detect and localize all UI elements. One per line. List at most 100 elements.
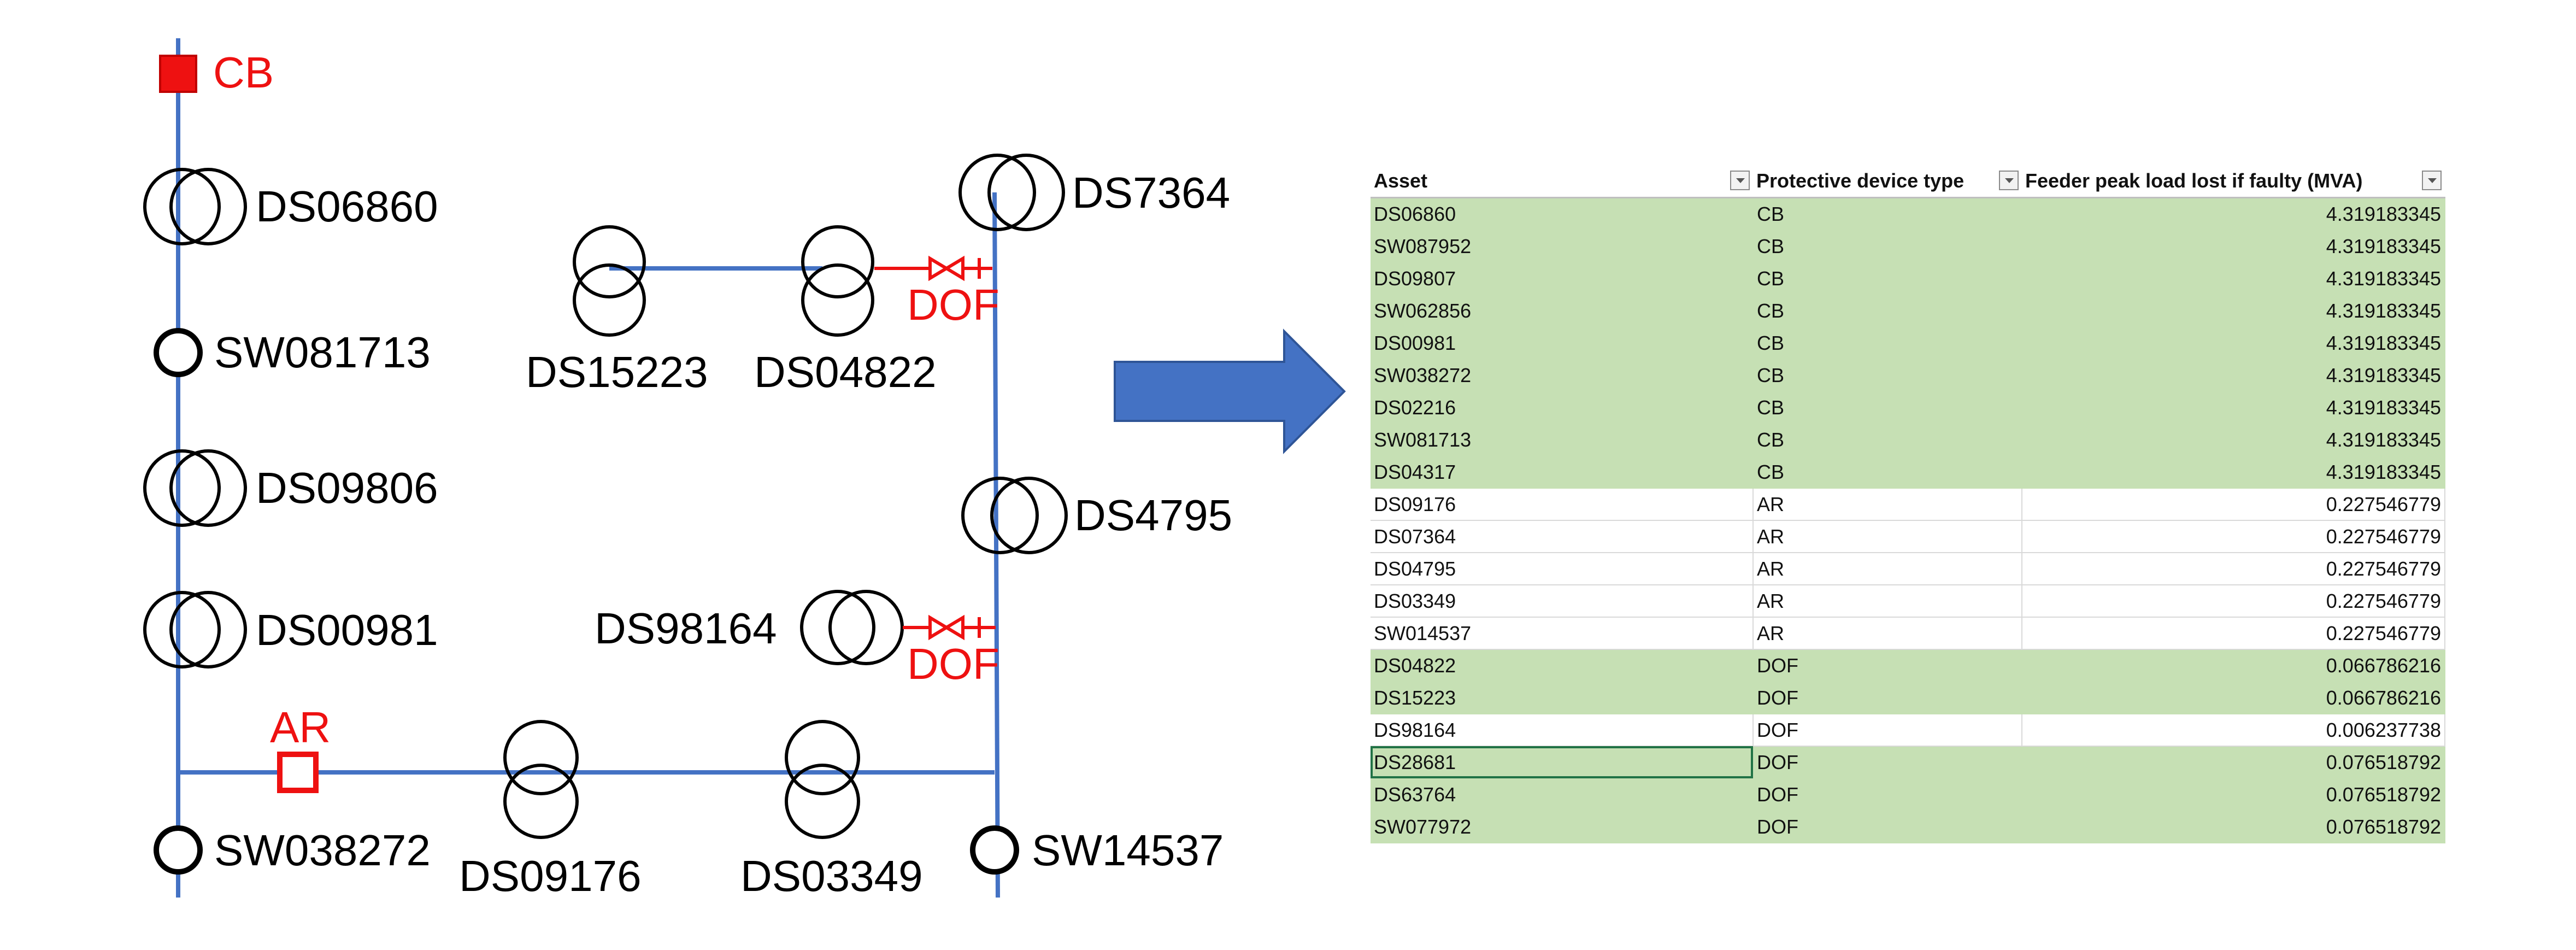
transformer-icon	[785, 764, 860, 839]
cell-device-type[interactable]: DOF	[1753, 746, 2022, 779]
cell-device-type[interactable]: AR	[1753, 617, 2022, 650]
transformer-icon	[143, 591, 221, 668]
ds03349-label: DS03349	[740, 852, 923, 900]
cell-asset[interactable]: DS15223	[1371, 682, 1754, 714]
ds7364-label: DS7364	[1072, 168, 1230, 217]
auto-recloser-icon	[277, 752, 319, 793]
cell-peak-load[interactable]: 0.227546779	[2022, 553, 2445, 585]
switch-sw038272-icon	[154, 825, 203, 875]
transformer-icon	[143, 449, 221, 527]
cell-device-type[interactable]: AR	[1753, 488, 2022, 521]
cell-peak-load[interactable]: 0.227546779	[2022, 520, 2445, 553]
cell-peak-load[interactable]: 4.319183345	[2022, 456, 2445, 489]
cell-asset[interactable]: DS63764	[1371, 778, 1754, 811]
cell-device-type[interactable]: CB	[1753, 424, 2022, 456]
cell-device-type[interactable]: DOF	[1753, 778, 2022, 811]
cell-asset[interactable]: DS02216	[1371, 391, 1754, 424]
ds04822-label: DS04822	[754, 348, 937, 396]
cell-asset[interactable]: SW081713	[1371, 424, 1754, 456]
cell-asset[interactable]: DS07364	[1371, 520, 1754, 553]
cell-asset[interactable]: SW077972	[1371, 811, 1754, 843]
cell-asset[interactable]: DS09807	[1371, 262, 1754, 295]
cell-device-type[interactable]: CB	[1753, 456, 2022, 489]
cell-peak-load[interactable]: 0.076518792	[2022, 778, 2445, 811]
protection-table: Asset Protective device type Feeder peak…	[1371, 165, 2445, 843]
cell-asset[interactable]: DS09176	[1371, 488, 1754, 521]
cell-device-type[interactable]: DOF	[1753, 649, 2022, 682]
header-peak-load-label: Feeder peak load lost if faulty (MVA)	[2025, 169, 2363, 192]
cell-device-type[interactable]: AR	[1753, 553, 2022, 585]
cell-peak-load[interactable]: 0.066786216	[2022, 649, 2445, 682]
cell-device-type[interactable]: CB	[1753, 359, 2022, 392]
cell-peak-load[interactable]: 0.006237738	[2022, 714, 2445, 747]
dof-top-label: DOF	[907, 280, 999, 329]
cell-asset[interactable]: DS98164	[1371, 714, 1754, 747]
cell-device-type[interactable]: AR	[1753, 585, 2022, 618]
transformer-icon	[169, 168, 247, 245]
cell-peak-load[interactable]: 4.319183345	[2022, 327, 2445, 360]
feeder-network-diagram: CB AR	[143, 38, 1346, 900]
header-device-type: Protective device type	[1753, 165, 2022, 198]
cell-asset[interactable]: DS04317	[1371, 456, 1754, 489]
cell-device-type[interactable]: CB	[1753, 230, 2022, 263]
protection-table-spreadsheet: Asset Protective device type Feeder peak…	[1371, 165, 2445, 843]
transformer-icon	[828, 590, 904, 665]
cell-asset[interactable]: SW014537	[1371, 617, 1754, 650]
transformer-icon	[573, 263, 646, 337]
cell-asset[interactable]: SW087952	[1371, 230, 1754, 263]
cell-peak-load[interactable]: 4.319183345	[2022, 359, 2445, 392]
cell-peak-load[interactable]: 0.227546779	[2022, 617, 2445, 650]
transformer-ds98164	[800, 590, 904, 665]
cell-peak-load[interactable]: 0.066786216	[2022, 682, 2445, 714]
cell-device-type[interactable]: CB	[1753, 197, 2022, 231]
cell-peak-load[interactable]: 0.227546779	[2022, 585, 2445, 618]
cell-device-type[interactable]: DOF	[1753, 811, 2022, 843]
cell-peak-load[interactable]: 0.076518792	[2022, 811, 2445, 843]
cell-asset[interactable]: DS28681	[1371, 746, 1754, 779]
cell-peak-load[interactable]: 0.227546779	[2022, 488, 2445, 521]
transformer-icon	[785, 720, 860, 795]
transformer-ds15223	[573, 225, 646, 337]
cell-device-type[interactable]: DOF	[1753, 682, 2022, 714]
cell-asset[interactable]: DS04822	[1371, 649, 1754, 682]
cell-device-type[interactable]: CB	[1753, 262, 2022, 295]
transformer-icon	[143, 168, 221, 245]
cell-asset[interactable]: DS03349	[1371, 585, 1754, 618]
cell-asset[interactable]: DS06860	[1371, 197, 1754, 231]
filter-dropdown-icon[interactable]	[1730, 171, 1750, 190]
transformer-icon	[961, 477, 1039, 554]
transformer-icon	[503, 764, 579, 839]
cell-peak-load[interactable]: 4.319183345	[2022, 295, 2445, 327]
filter-dropdown-icon[interactable]	[1999, 171, 2019, 190]
table-header-row: Asset Protective device type Feeder peak…	[1371, 165, 2445, 198]
header-asset-label: Asset	[1374, 169, 1428, 192]
cell-asset[interactable]: DS00981	[1371, 327, 1754, 360]
cell-asset[interactable]: SW038272	[1371, 359, 1754, 392]
cell-device-type[interactable]: CB	[1753, 391, 2022, 424]
cell-peak-load[interactable]: 4.319183345	[2022, 262, 2445, 295]
cell-asset[interactable]: DS04795	[1371, 553, 1754, 585]
cell-peak-load[interactable]: 4.319183345	[2022, 230, 2445, 263]
cell-device-type[interactable]: CB	[1753, 295, 2022, 327]
cell-device-type[interactable]: CB	[1753, 327, 2022, 360]
filter-dropdown-icon[interactable]	[2422, 171, 2442, 190]
transformer-ds04822	[801, 225, 874, 337]
dof-fuse-icon	[943, 614, 964, 641]
cell-peak-load[interactable]: 4.319183345	[2022, 197, 2445, 231]
cell-device-type[interactable]: AR	[1753, 520, 2022, 553]
cell-peak-load[interactable]: 4.319183345	[2022, 391, 2445, 424]
header-peak-load: Feeder peak load lost if faulty (MVA)	[2022, 165, 2445, 198]
dof-mid-label: DOF	[907, 640, 999, 688]
cell-peak-load[interactable]: 0.076518792	[2022, 746, 2445, 779]
cell-peak-load[interactable]: 4.319183345	[2022, 424, 2445, 456]
cell-asset[interactable]: SW062856	[1371, 295, 1754, 327]
cell-device-type[interactable]: DOF	[1753, 714, 2022, 747]
